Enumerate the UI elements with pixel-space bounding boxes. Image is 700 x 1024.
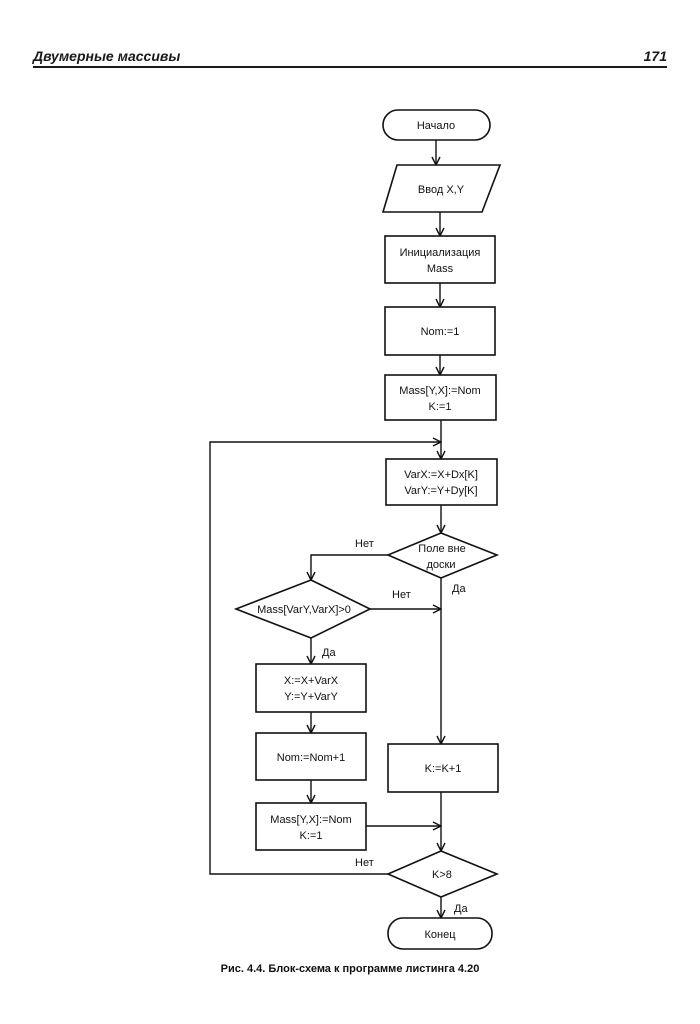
label-no-mass: Нет <box>392 589 411 601</box>
var-calc-line1: VarX:=X+Dx[K] <box>404 469 478 481</box>
chapter-title: Двумерные массивы <box>33 48 181 64</box>
page-number: 171 <box>643 48 667 64</box>
label-yes-mass: Да <box>322 647 336 659</box>
decision-off-board-line2: доски <box>427 559 456 571</box>
end-label: Конец <box>424 929 456 941</box>
decision-mass-label: Mass[VarY,VarX]>0 <box>257 604 351 616</box>
end-terminal <box>387 917 493 950</box>
loop-back-line <box>209 442 441 875</box>
mass-set-1-line1: Mass[Y,X]:=Nom <box>399 385 480 397</box>
var-calc-line2: VarY:=Y+Dy[K] <box>404 485 477 497</box>
figure-caption: Рис. 4.4. Блок-схема к программе листинг… <box>220 963 480 975</box>
mass-set-2-line1: Mass[Y,X]:=Nom <box>270 814 351 826</box>
move-line1: X:=X+VarX <box>284 675 339 687</box>
decision-off-board-line1: Поле вне <box>418 543 465 555</box>
k-inc-label: K:=K+1 <box>425 763 462 775</box>
input-parallelogram <box>381 164 502 213</box>
move-box <box>255 663 367 713</box>
label-yes-k: Да <box>454 903 468 915</box>
label-no-off-board: Нет <box>355 538 374 550</box>
init-box <box>384 235 496 284</box>
mass-set-1-line2: K:=1 <box>429 401 452 413</box>
mass-set-2-line2: K:=1 <box>300 830 323 842</box>
label-no-k: Нет <box>355 857 374 869</box>
running-header: Двумерные массивы 171 <box>33 44 667 68</box>
move-line2: Y:=Y+VarY <box>284 691 338 703</box>
nom-inc-box <box>255 732 367 781</box>
mass-set-box-2 <box>255 802 367 851</box>
input-label: Ввод X,Y <box>418 184 465 196</box>
decision-k-label: K>8 <box>432 869 452 881</box>
decision-off-board <box>385 532 500 579</box>
label-yes-off-board: Да <box>452 583 466 595</box>
var-calc-box <box>385 458 498 506</box>
init-label-line1: Инициализация <box>400 247 481 259</box>
mass-set-box-1 <box>384 374 497 421</box>
start-label: Начало <box>417 120 455 132</box>
nom-inc-label: Nom:=Nom+1 <box>277 752 345 764</box>
k-inc-box <box>387 743 499 793</box>
arrow-off-board-no <box>311 554 388 580</box>
init-label-line2: Mass <box>427 263 454 275</box>
nom-init-label: Nom:=1 <box>421 326 460 338</box>
